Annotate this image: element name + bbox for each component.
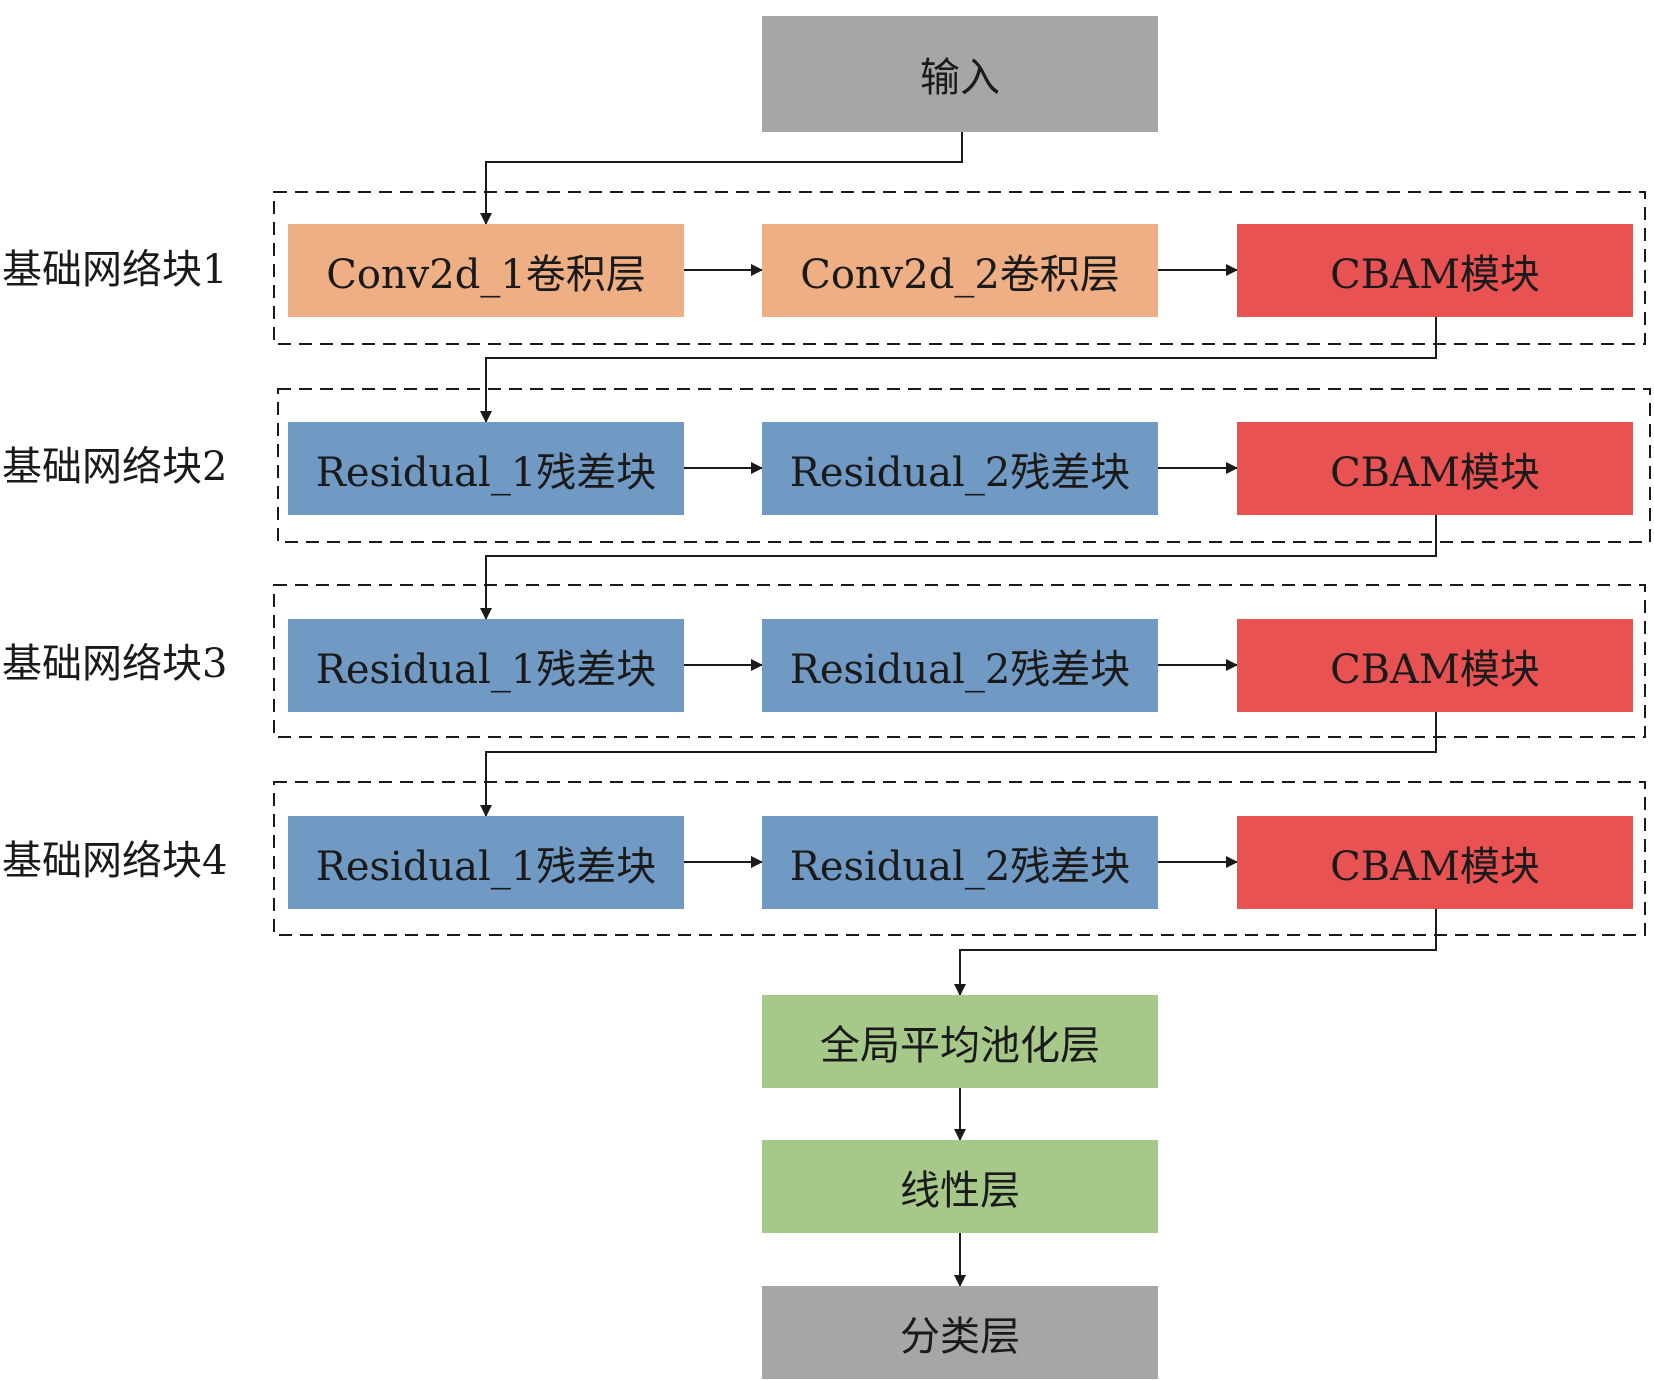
block-1-label: 基础网络块1 bbox=[2, 247, 228, 293]
block-3-node-1: Residual_1残差块 bbox=[288, 619, 684, 712]
block-1-node-1: Conv2d_1卷积层 bbox=[288, 224, 684, 317]
classifier-node: 分类层 bbox=[762, 1286, 1158, 1379]
block-4-label: 基础网络块4 bbox=[2, 838, 228, 884]
arrow-block-2-to-block-3 bbox=[480, 515, 1437, 620]
arrow-block-4-to-pool bbox=[954, 909, 1437, 996]
block-1-node-2: Conv2d_2卷积层 bbox=[762, 224, 1158, 317]
block-2-frame bbox=[277, 388, 1651, 543]
block-1-frame bbox=[273, 191, 1646, 345]
block-2-label: 基础网络块2 bbox=[2, 444, 228, 490]
block-4-node-3: CBAM模块 bbox=[1237, 816, 1633, 909]
block-4-node-1: Residual_1残差块 bbox=[288, 816, 684, 909]
block-2-node-1: Residual_1残差块 bbox=[288, 422, 684, 515]
block-1-node-3: CBAM模块 bbox=[1237, 224, 1633, 317]
block-4-node-2: Residual_2残差块 bbox=[762, 816, 1158, 909]
block-2-node-3: CBAM模块 bbox=[1237, 422, 1633, 515]
input-node: 输入 bbox=[762, 16, 1158, 132]
block-4-frame bbox=[273, 781, 1646, 936]
block-3-label: 基础网络块3 bbox=[2, 641, 228, 687]
global-avg-pool-node: 全局平均池化层 bbox=[762, 995, 1158, 1088]
arrow-block-3-to-block-4 bbox=[480, 712, 1437, 817]
block-3-node-2: Residual_2残差块 bbox=[762, 619, 1158, 712]
block-3-node-3: CBAM模块 bbox=[1237, 619, 1633, 712]
linear-layer-node: 线性层 bbox=[762, 1140, 1158, 1233]
arrow-input-to-block-1 bbox=[480, 132, 963, 225]
block-2-node-2: Residual_2残差块 bbox=[762, 422, 1158, 515]
block-3-frame bbox=[273, 584, 1646, 738]
arrow-block-1-to-block-2 bbox=[480, 317, 1437, 423]
